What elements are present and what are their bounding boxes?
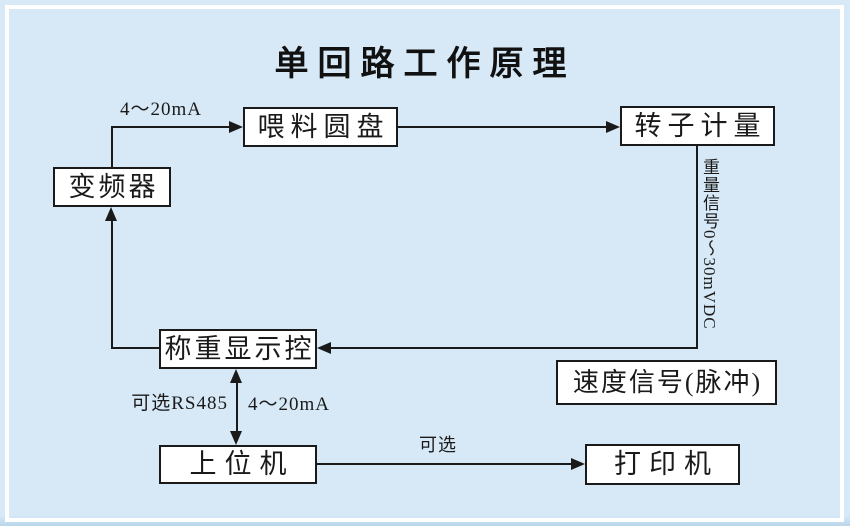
node-printer: 打印机 bbox=[585, 444, 740, 485]
arrowhead-into-feeding-disc-icon bbox=[229, 121, 243, 133]
edge-label-4-20ma-top: 4～20mA bbox=[120, 99, 203, 120]
edge-label-weight-signal: 重量信号0～30mVDC bbox=[700, 158, 719, 330]
edge-host-to-printer-segment bbox=[317, 463, 573, 465]
edge-feeding-to-rotor-segment bbox=[398, 126, 608, 128]
node-weighing-controller: 称重显示控 bbox=[159, 329, 317, 369]
node-inverter: 变频器 bbox=[53, 167, 171, 207]
node-host-computer: 上位机 bbox=[159, 445, 317, 484]
arrowhead-into-weighing-controller-icon bbox=[317, 342, 331, 354]
edge-weighing-host-segment bbox=[236, 381, 238, 433]
arrowhead-into-host-top-icon bbox=[230, 431, 242, 445]
edge-weighing-to-inverter-segment bbox=[111, 221, 113, 349]
edge-rotor-to-weighing-segment bbox=[331, 347, 698, 349]
arrowhead-into-inverter-icon bbox=[105, 207, 117, 221]
edge-rotor-down-segment bbox=[696, 146, 698, 349]
arrowhead-into-weighing-bottom-icon bbox=[230, 369, 242, 383]
edge-label-rs485: 可选RS485 bbox=[131, 393, 228, 414]
edge-weighing-left-segment bbox=[111, 347, 159, 349]
edge-label-4-20ma-mid: 4～20mA bbox=[248, 394, 331, 415]
arrowhead-into-printer-icon bbox=[571, 458, 585, 470]
node-rotor-meter: 转子计量 bbox=[620, 106, 775, 146]
edge-label-optional: 可选 bbox=[419, 435, 457, 455]
edge-inverter-up-segment bbox=[111, 127, 113, 168]
diagram-title: 单回路工作原理 bbox=[274, 45, 576, 83]
edge-inverter-to-feeding-segment bbox=[111, 126, 231, 128]
node-feeding-disc: 喂料圆盘 bbox=[243, 107, 398, 147]
arrowhead-into-rotor-meter-icon bbox=[606, 121, 620, 133]
node-speed-signal: 速度信号(脉冲) bbox=[556, 360, 777, 405]
